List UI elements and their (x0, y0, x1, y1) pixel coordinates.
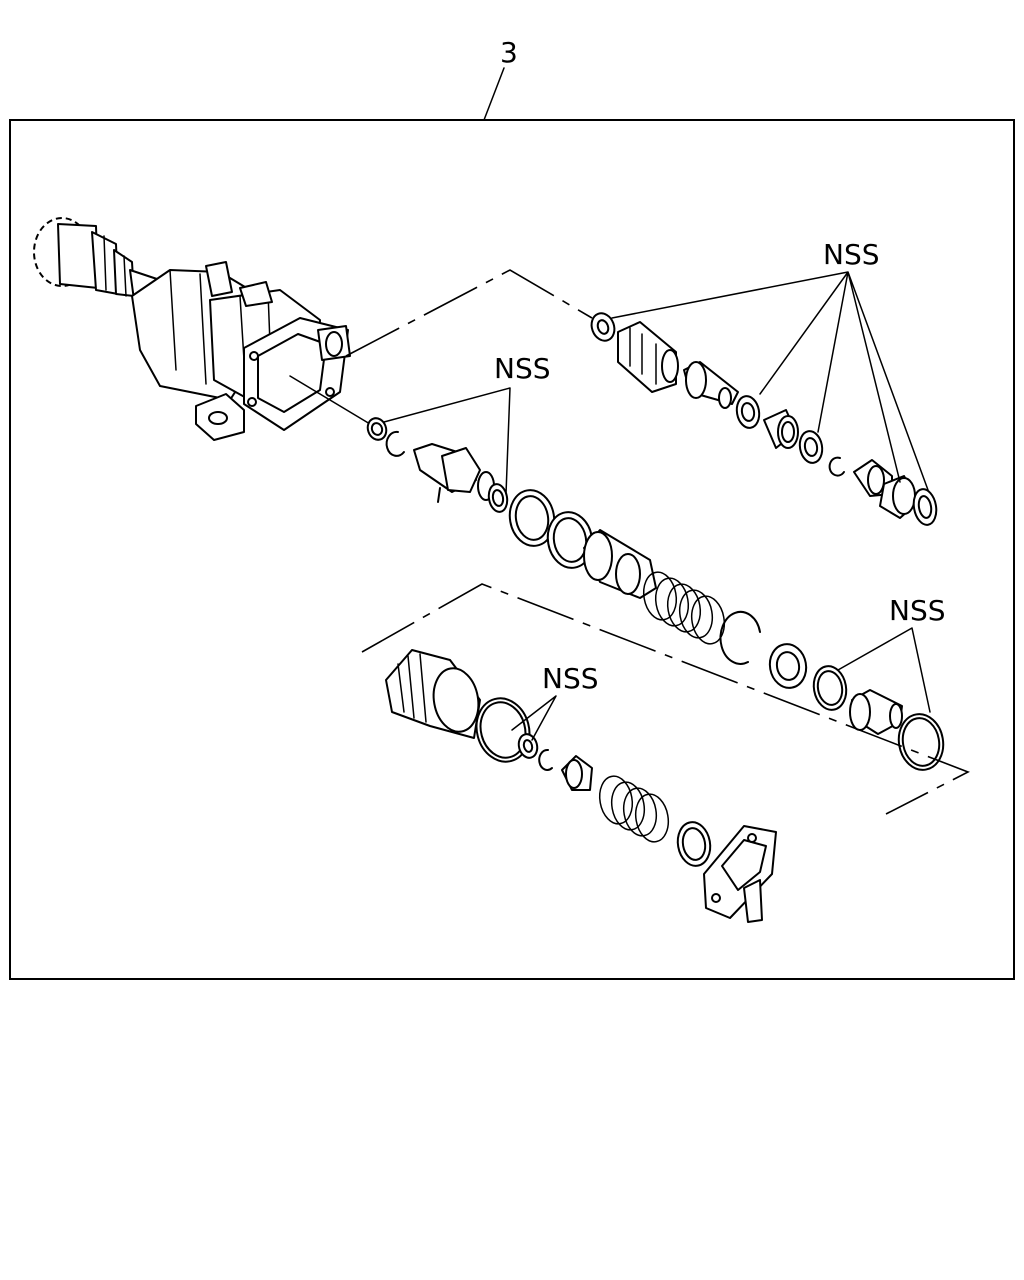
lower-group-centerline (361, 583, 970, 815)
nss-label-upper-right: NSS (823, 238, 880, 271)
callout-leader-line (483, 67, 505, 121)
bore-center-line (289, 375, 371, 425)
assembly-frame (9, 119, 1015, 980)
nss-leaders-right (837, 627, 931, 713)
callout-number-label: 3 (500, 36, 518, 69)
lower-parts-row (385, 649, 777, 923)
nss-leaders-lower (511, 695, 557, 741)
nss-leaders-middle (383, 387, 511, 495)
nss-label-lower: NSS (542, 662, 599, 695)
upper-group-centerline (345, 269, 593, 357)
nss-leaders-upper-right (611, 271, 929, 491)
middle-parts-row (366, 417, 945, 771)
upper-parts-row (590, 312, 938, 526)
nss-label-right: NSS (889, 594, 946, 627)
nss-label-middle: NSS (494, 352, 551, 385)
master-cylinder-body (33, 217, 351, 441)
